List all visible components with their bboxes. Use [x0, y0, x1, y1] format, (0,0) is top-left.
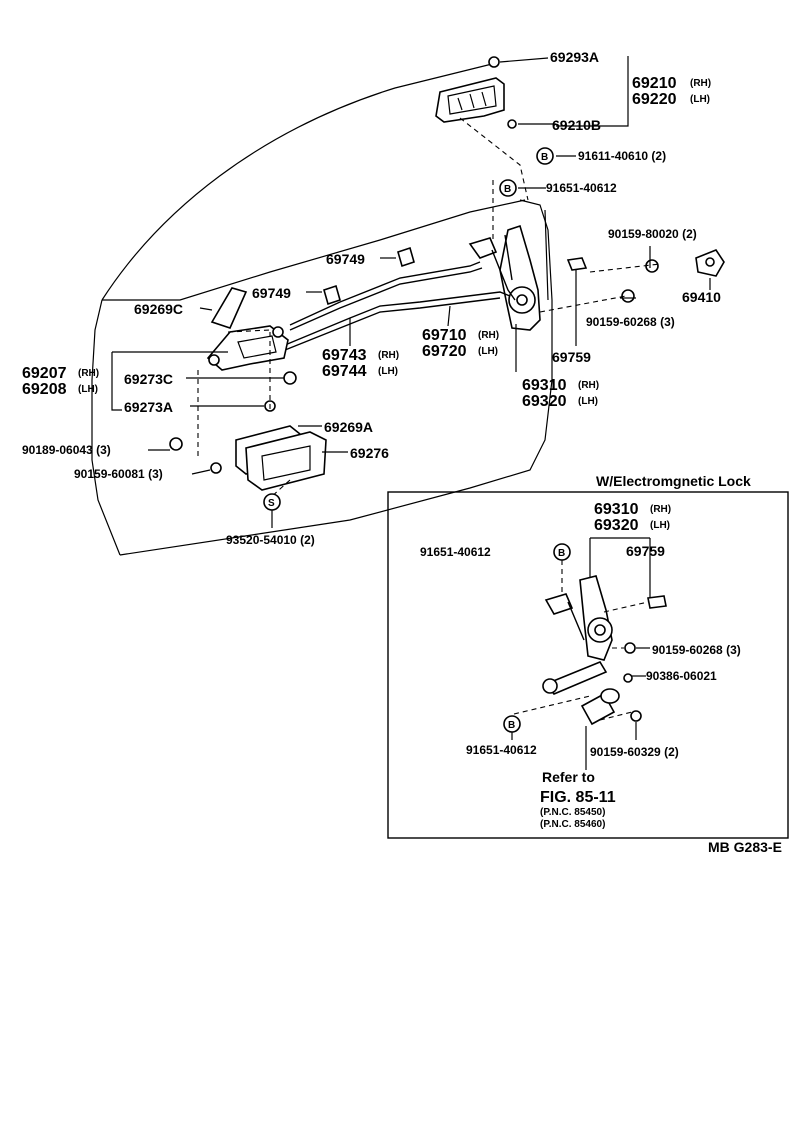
inset-label-90386-06021: 90386-06021: [646, 669, 717, 683]
label-69276: 69276: [350, 445, 389, 461]
label-lh: (LH): [690, 94, 710, 105]
label-69293A: 69293A: [550, 49, 599, 65]
inset-pnc-1: (P.N.C. 85450): [540, 807, 605, 818]
label-rh: (RH): [78, 368, 99, 379]
badge-b: B: [508, 720, 515, 731]
label-69207: 69207: [22, 365, 67, 382]
label-rh: (RH): [578, 380, 599, 391]
label-69759: 69759: [552, 349, 591, 365]
diagram-code: MB G283-E: [708, 839, 782, 855]
label-90159-60081: 90159-60081 (3): [74, 467, 163, 481]
inset-refer-text: Refer to: [542, 769, 595, 785]
badge-b: B: [558, 548, 565, 559]
label-69310: 69310: [522, 377, 567, 394]
label-69220: 69220: [632, 91, 677, 108]
label-rh: (RH): [650, 504, 671, 515]
inset-label-69310: 69310: [594, 501, 639, 518]
inside-handle: [206, 325, 289, 371]
label-90159-80020: 90159-80020 (2): [608, 227, 697, 241]
inset-label-91651-top: 91651-40612: [420, 545, 491, 559]
label-91611-40610: 91611-40610 (2): [578, 149, 666, 163]
inset-label-69759: 69759: [626, 543, 665, 559]
label-rh: (RH): [378, 350, 399, 361]
label-69320: 69320: [522, 393, 567, 410]
inside-handle-rod: [284, 291, 511, 346]
label-69749: 69749: [326, 251, 365, 267]
inset-pnc-2: (P.N.C. 85460): [540, 819, 605, 830]
label-69208: 69208: [22, 381, 67, 398]
label-69743: 69743: [322, 347, 367, 364]
label-rh: (RH): [478, 330, 499, 341]
inside-lock-rod: [289, 261, 481, 326]
inset-label-91651-bottom: 91651-40612: [466, 743, 537, 757]
inside-handle-bezel: [235, 425, 327, 491]
label-69720: 69720: [422, 343, 467, 360]
inset-label-69320: 69320: [594, 517, 639, 534]
label-69210B: 69210B: [552, 117, 601, 133]
door-outline: [91, 63, 553, 556]
label-69749: 69749: [252, 285, 291, 301]
label-69210: 69210: [632, 75, 677, 92]
label-90189-06043: 90189-06043 (3): [22, 443, 111, 457]
badge-b: B: [541, 152, 548, 163]
lock-knob: [210, 287, 248, 329]
label-69744: 69744: [322, 363, 367, 380]
badge-b: B: [504, 184, 511, 195]
label-lh: (LH): [78, 384, 98, 395]
label-lh: (LH): [478, 346, 498, 357]
rod-clip: [323, 246, 415, 306]
label-69710: 69710: [422, 327, 467, 344]
electromagnetic-lock-inset: W/Electromgnetic Lock 69310 (RH) 69320 (…: [387, 473, 789, 839]
label-69269A: 69269A: [324, 419, 373, 435]
inset-label-90159-60268: 90159-60268 (3): [652, 643, 741, 657]
label-69269C: 69269C: [134, 301, 183, 317]
label-lh: (LH): [378, 366, 398, 377]
inset-label-90159-60329: 90159-60329 (2): [590, 745, 679, 759]
inset-title: W/Electromgnetic Lock: [596, 473, 751, 489]
outside-handle: [435, 56, 529, 201]
label-69410: 69410: [682, 289, 721, 305]
badge-s: S: [268, 498, 275, 509]
label-lh: (LH): [650, 520, 670, 531]
door-lock-latch: [468, 180, 541, 331]
label-91651-40612: 91651-40612: [546, 181, 617, 195]
label-rh: (RH): [690, 78, 711, 89]
label-69273A: 69273A: [124, 399, 173, 415]
label-lh: (LH): [578, 396, 598, 407]
label-69273C: 69273C: [124, 371, 173, 387]
inset-fig-ref: FIG. 85-11: [540, 789, 616, 806]
label-90159-60268: 90159-60268 (3): [586, 315, 675, 329]
label-93520-54010: 93520-54010 (2): [226, 533, 315, 547]
